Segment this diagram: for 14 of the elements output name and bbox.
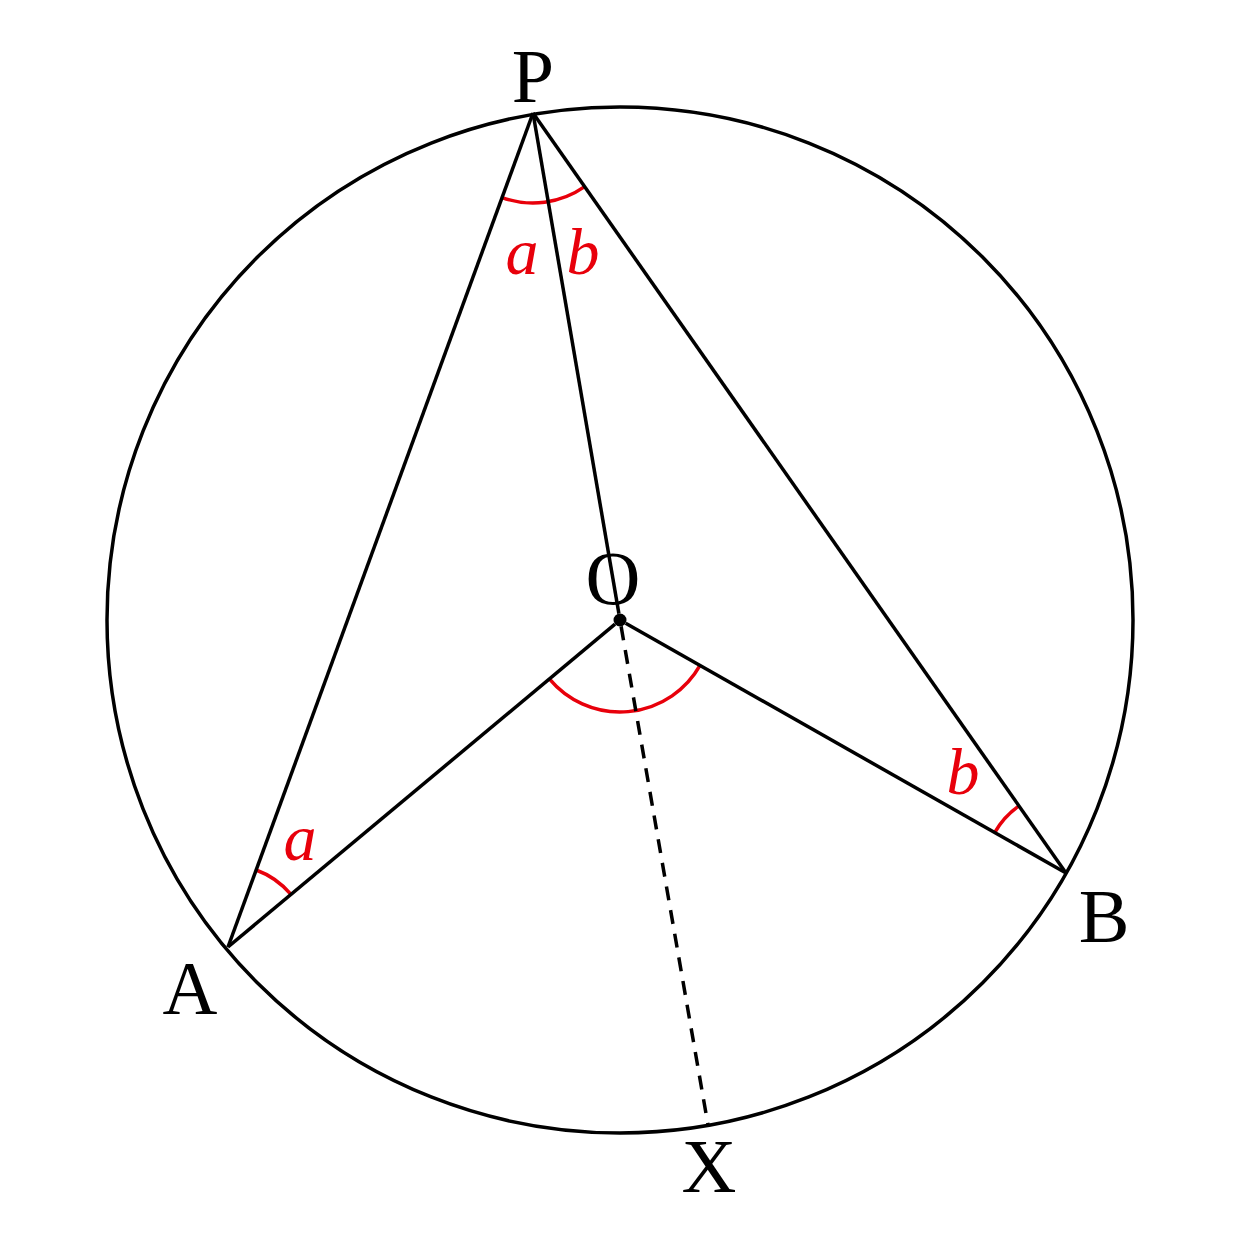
point-label: B	[1073, 880, 1135, 952]
point-label: P	[503, 40, 563, 113]
dashed-line	[619, 626, 710, 1126]
point-label: X	[677, 1130, 741, 1202]
angle-label: b	[945, 742, 981, 802]
angle-label: a	[282, 808, 318, 868]
point-label: A	[158, 952, 222, 1024]
line-segment	[531, 112, 621, 614]
line-segment	[226, 622, 617, 949]
line-segment	[624, 621, 1067, 875]
line-segment	[531, 112, 1068, 874]
line-segment	[226, 112, 535, 948]
angle-label: a	[504, 222, 540, 282]
angle-label: b	[565, 222, 601, 282]
